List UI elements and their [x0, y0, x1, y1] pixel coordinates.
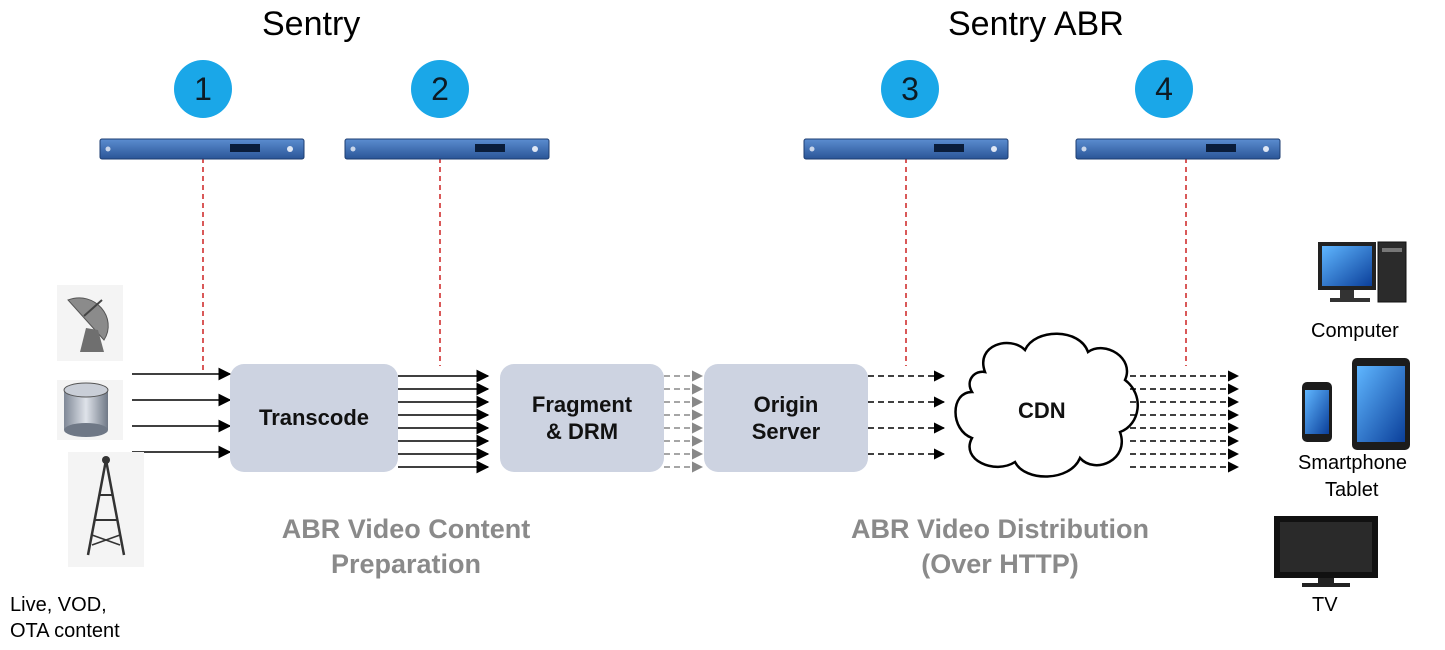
origin-output-arrows — [868, 370, 946, 460]
sentry-appliance-2 — [344, 138, 550, 160]
cdn-output-arrows — [1130, 370, 1240, 473]
desktop-computer-icon — [1318, 241, 1407, 303]
badge-3: 3 — [881, 60, 939, 118]
sentry-appliance-1 — [99, 138, 305, 160]
computer-label: Computer — [1311, 320, 1399, 342]
probe-lines — [202, 158, 1187, 370]
smartphone-label: Smartphone — [1298, 452, 1407, 474]
origin-server-box: Origin Server — [704, 364, 868, 472]
badge-1: 1 — [174, 60, 232, 118]
tablet-icon — [1352, 358, 1410, 450]
transcode-output-arrows — [398, 369, 490, 474]
tablet-label: Tablet — [1325, 479, 1379, 501]
transcode-box: Transcode — [230, 364, 398, 472]
fragment-output-arrows — [664, 370, 704, 473]
badge-4: 4 — [1135, 60, 1193, 118]
tv-icon — [1274, 516, 1378, 587]
badge-2: 2 — [411, 60, 469, 118]
sentry-abr-appliance-3 — [803, 138, 1009, 160]
satellite-dish-icon — [57, 285, 123, 361]
cdn-label: CDN — [1018, 398, 1066, 423]
database-icon — [57, 380, 123, 440]
tv-label: TV — [1312, 594, 1338, 616]
sentry-title: Sentry — [262, 5, 361, 43]
cdn-cloud — [954, 332, 1139, 478]
input-arrows — [132, 367, 232, 459]
fragment-drm-box: Fragment & DRM — [500, 364, 664, 472]
broadcast-tower-icon — [68, 452, 144, 567]
source-content-label: Live, VOD, OTA content — [10, 594, 120, 642]
preparation-caption: ABR Video Content Preparation — [281, 514, 531, 580]
smartphone-icon — [1302, 382, 1332, 442]
distribution-caption: ABR Video Distribution (Over HTTP) — [850, 514, 1149, 580]
sentry-abr-title: Sentry ABR — [948, 5, 1124, 43]
sentry-abr-appliance-4 — [1075, 138, 1281, 160]
